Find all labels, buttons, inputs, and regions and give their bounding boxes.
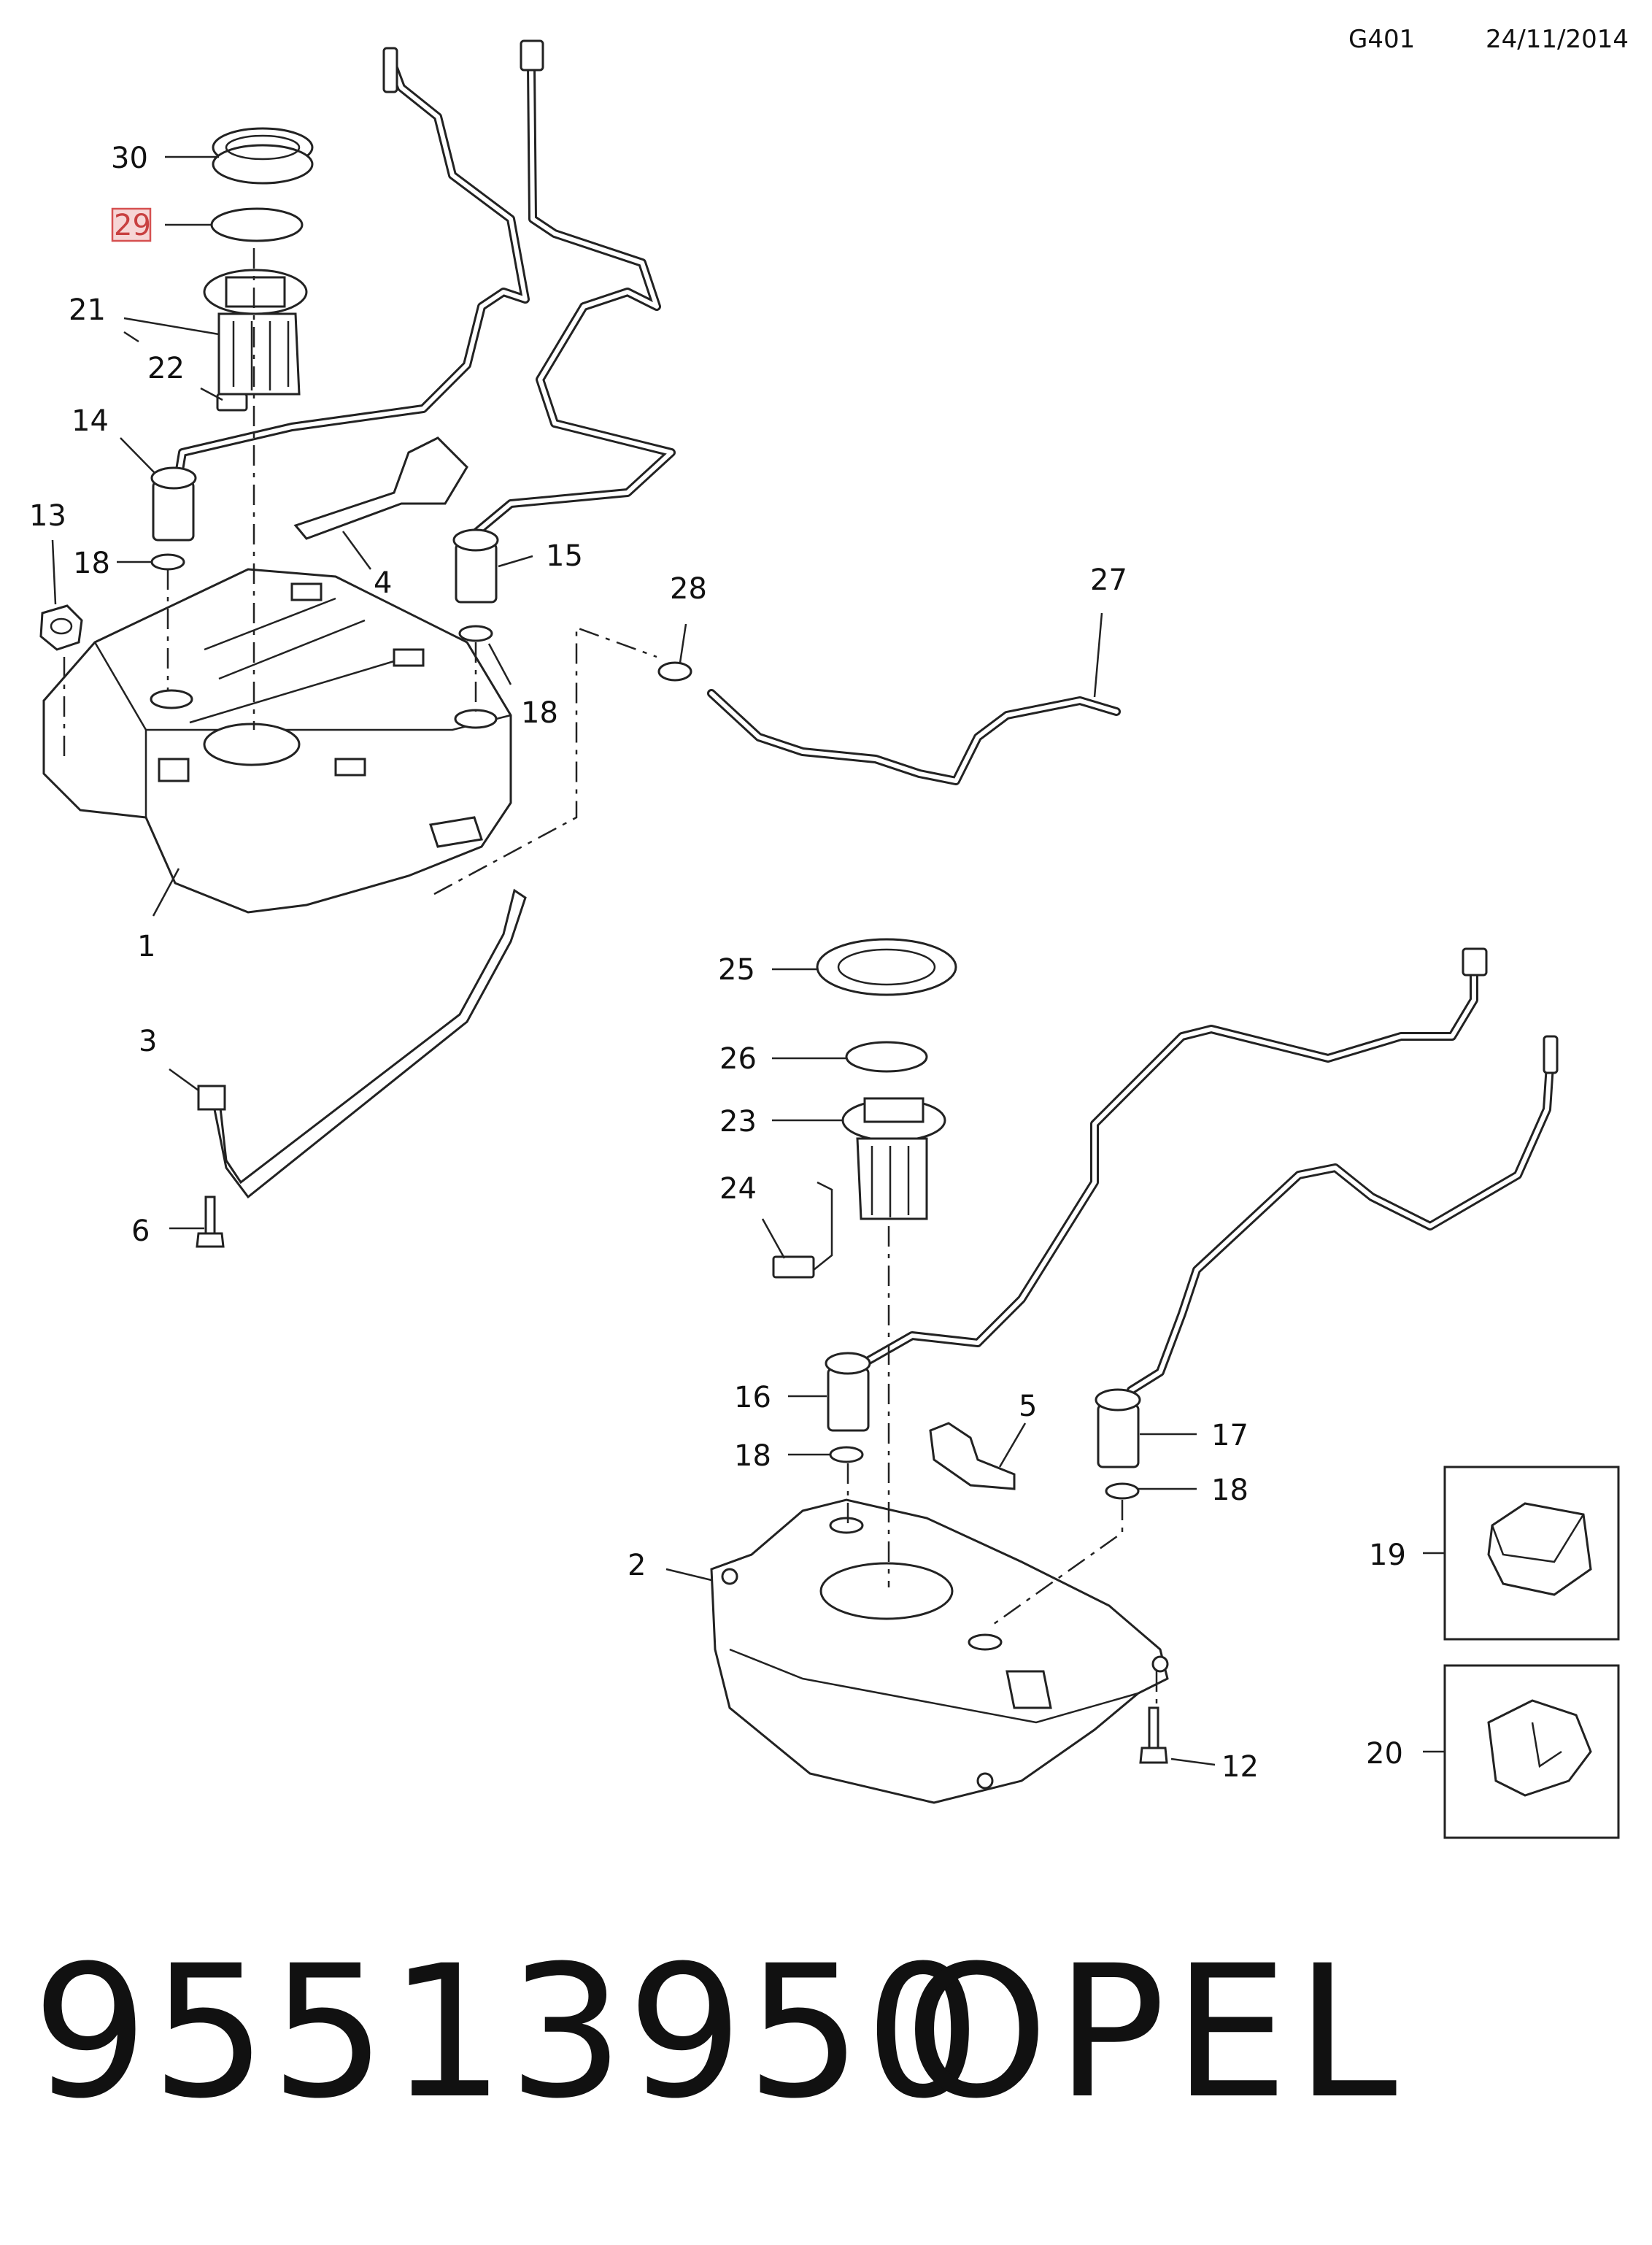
diagram-code: G401 (1348, 25, 1416, 54)
fuel-filler-hose (707, 689, 1121, 785)
callout-1: 1 (137, 930, 155, 963)
callout-15: 15 (546, 539, 583, 573)
fuel-tank-exploded-diagram: 30 29 21 22 14 13 18 15 4 18 28 27 1 3 6… (29, 39, 1620, 1839)
callout-19: 19 (1369, 1539, 1406, 1572)
callout-17: 17 (1211, 1419, 1248, 1452)
bolt-6 (196, 1195, 225, 1248)
callout-3: 3 (139, 1025, 157, 1058)
callout-30: 30 (111, 142, 148, 175)
callout-5: 5 (1019, 1390, 1037, 1423)
callout-27: 27 (1090, 563, 1127, 597)
tank-strap (210, 888, 527, 1199)
callout-28: 28 (670, 572, 707, 606)
callout-22: 22 (147, 352, 185, 385)
seal-ring (210, 207, 304, 242)
valve-15 (452, 528, 499, 604)
callout-24: 24 (719, 1172, 757, 1206)
callout-29: 29 (114, 209, 151, 242)
o-ring-18c (829, 1446, 864, 1463)
seal-ring-26 (845, 1041, 928, 1073)
o-ring-18b (458, 625, 493, 642)
part-number: 95513950 (32, 1926, 984, 2138)
fuel-pump-module (203, 269, 308, 412)
pipe-end-connector (1543, 1035, 1559, 1074)
bracket-5 (929, 1422, 1016, 1490)
callout-4: 4 (374, 566, 392, 600)
valve-17 (1095, 1388, 1141, 1468)
callout-14: 14 (72, 404, 109, 438)
bracket-4 (293, 436, 468, 540)
tank-gasket (816, 938, 957, 996)
callout-18: 18 (1211, 1474, 1248, 1507)
callout-16: 16 (734, 1381, 771, 1414)
hose-clip (657, 661, 692, 682)
callout-18: 18 (521, 696, 558, 730)
strap-bracket (197, 1085, 226, 1111)
valve-16 (825, 1352, 871, 1432)
callout-6: 6 (131, 1214, 150, 1248)
callout-2: 2 (628, 1549, 646, 1582)
diagram-date: 24/11/2014 (1486, 25, 1629, 54)
part-19-box (1443, 1466, 1620, 1641)
pipe-end-connector (520, 39, 544, 72)
o-ring-18a (150, 553, 185, 571)
callout-25: 25 (718, 953, 755, 987)
valve-14 (150, 466, 197, 542)
lock-ring (212, 127, 314, 185)
callout-26: 26 (719, 1042, 757, 1076)
leader-lines (51, 155, 1445, 1766)
callout-29-highlight (111, 207, 152, 242)
callout-18: 18 (73, 547, 110, 580)
callout-13: 13 (29, 499, 66, 533)
callout-21: 21 (69, 293, 106, 327)
fuel-pump-module-23 (841, 1097, 946, 1220)
level-sensor (216, 393, 248, 412)
fuel-level-sensor (772, 1181, 833, 1279)
callout-23: 23 (719, 1105, 757, 1139)
brand-name: OPEL (905, 1926, 1405, 2138)
callouts: 30 29 21 22 14 13 18 15 4 18 28 27 1 3 6… (29, 142, 1406, 1784)
pipe-end-connector (382, 47, 398, 93)
callout-12: 12 (1221, 1750, 1259, 1784)
fuel-tank-1 (42, 568, 512, 914)
pipe-end-connector (1462, 947, 1488, 977)
assembly-axis (988, 1500, 1124, 1629)
callout-18: 18 (734, 1439, 771, 1473)
nut-13 (39, 604, 83, 651)
upper-fuel-lines (174, 39, 676, 544)
part-20-box (1443, 1664, 1620, 1839)
bolt-12 (1139, 1706, 1168, 1764)
callout-20: 20 (1366, 1737, 1403, 1771)
assembly-axis (433, 626, 657, 896)
o-ring-18d (1105, 1482, 1140, 1500)
lower-fuel-lines (857, 947, 1559, 1395)
fuel-tank-2 (710, 1498, 1169, 1804)
